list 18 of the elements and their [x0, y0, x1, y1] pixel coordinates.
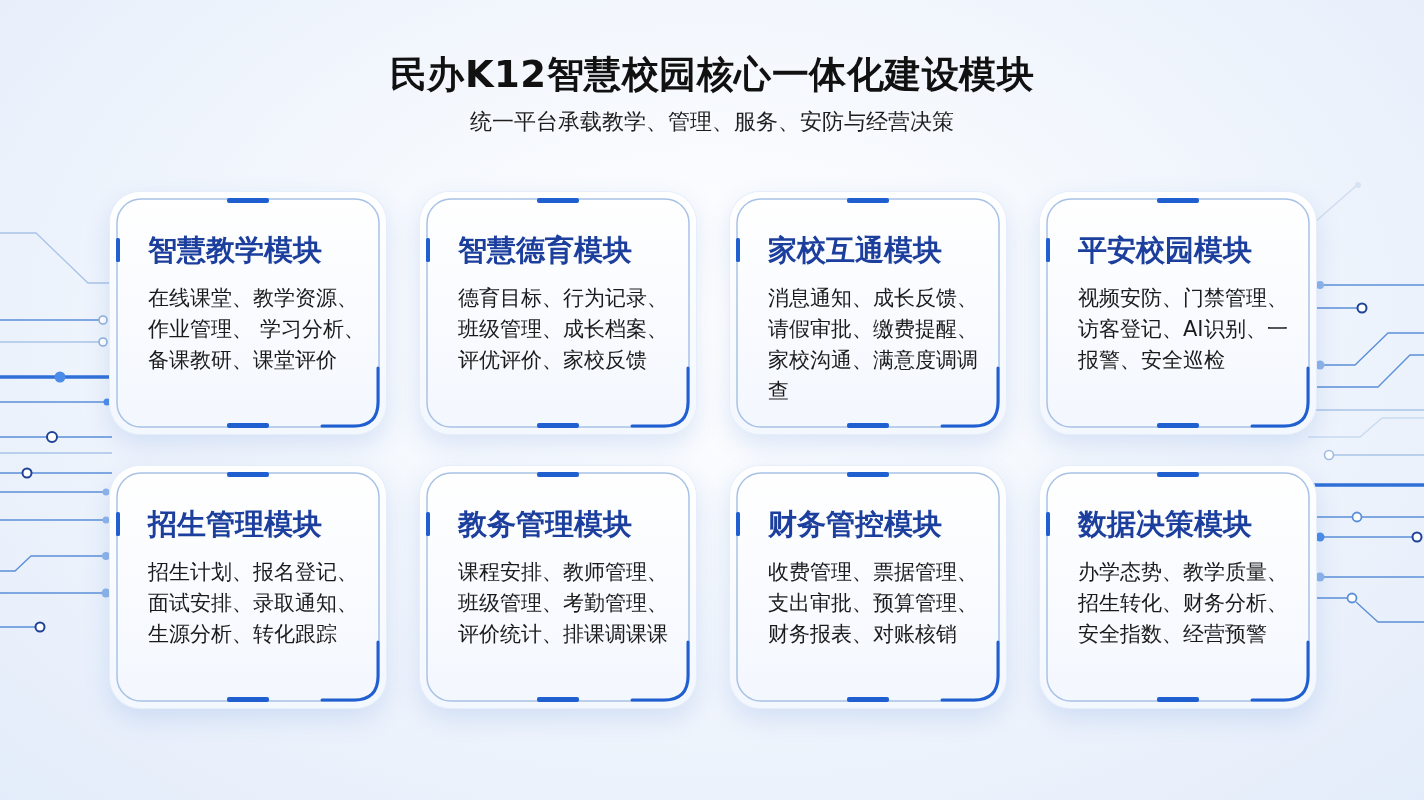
module-title: 数据决策模块: [1078, 506, 1253, 542]
module-title: 智慧德育模块: [458, 232, 633, 268]
module-description: 课程安排、教师管理、班级管理、考勤管理、评价统计、排课调课课: [458, 559, 669, 648]
module-description: 收费管理、票据管理、支出审批、预算管理、财务报表、对账核销: [768, 559, 979, 648]
page-title: 民办K12智慧校园核心一体化建设模块: [389, 52, 1035, 98]
module-title: 教务管理模块: [458, 506, 633, 542]
module-title: 平安校园模块: [1078, 232, 1253, 268]
subtitle: 统一平台承载教学、管理、服务、安防与经营决策: [470, 108, 954, 136]
module-title: 财务管控模块: [768, 506, 943, 542]
module-description: 在线课堂、教学资源、作业管理、 学习分析、备课教研、课堂评价: [148, 285, 366, 374]
module-title: 家校互通模块: [768, 232, 943, 268]
module-description: 消息通知、成长反馈、请假审批、缴费提醒、家校沟通、满意度调调查: [768, 285, 979, 405]
module-description: 招生计划、报名登记、面试安排、录取通知、生源分析、转化跟踪: [148, 559, 359, 648]
module-description: 德育目标、行为记录、班级管理、成长档案、评优评价、家校反馈: [458, 285, 669, 374]
module-title: 招生管理模块: [148, 506, 323, 542]
module-description: 办学态势、教学质量、招生转化、财务分析、安全指数、经营预警: [1078, 559, 1289, 648]
module-description: 视频安防、门禁管理、访客登记、AI识别、一报警、安全巡检: [1078, 285, 1289, 374]
module-title: 智慧教学模块: [148, 232, 323, 268]
